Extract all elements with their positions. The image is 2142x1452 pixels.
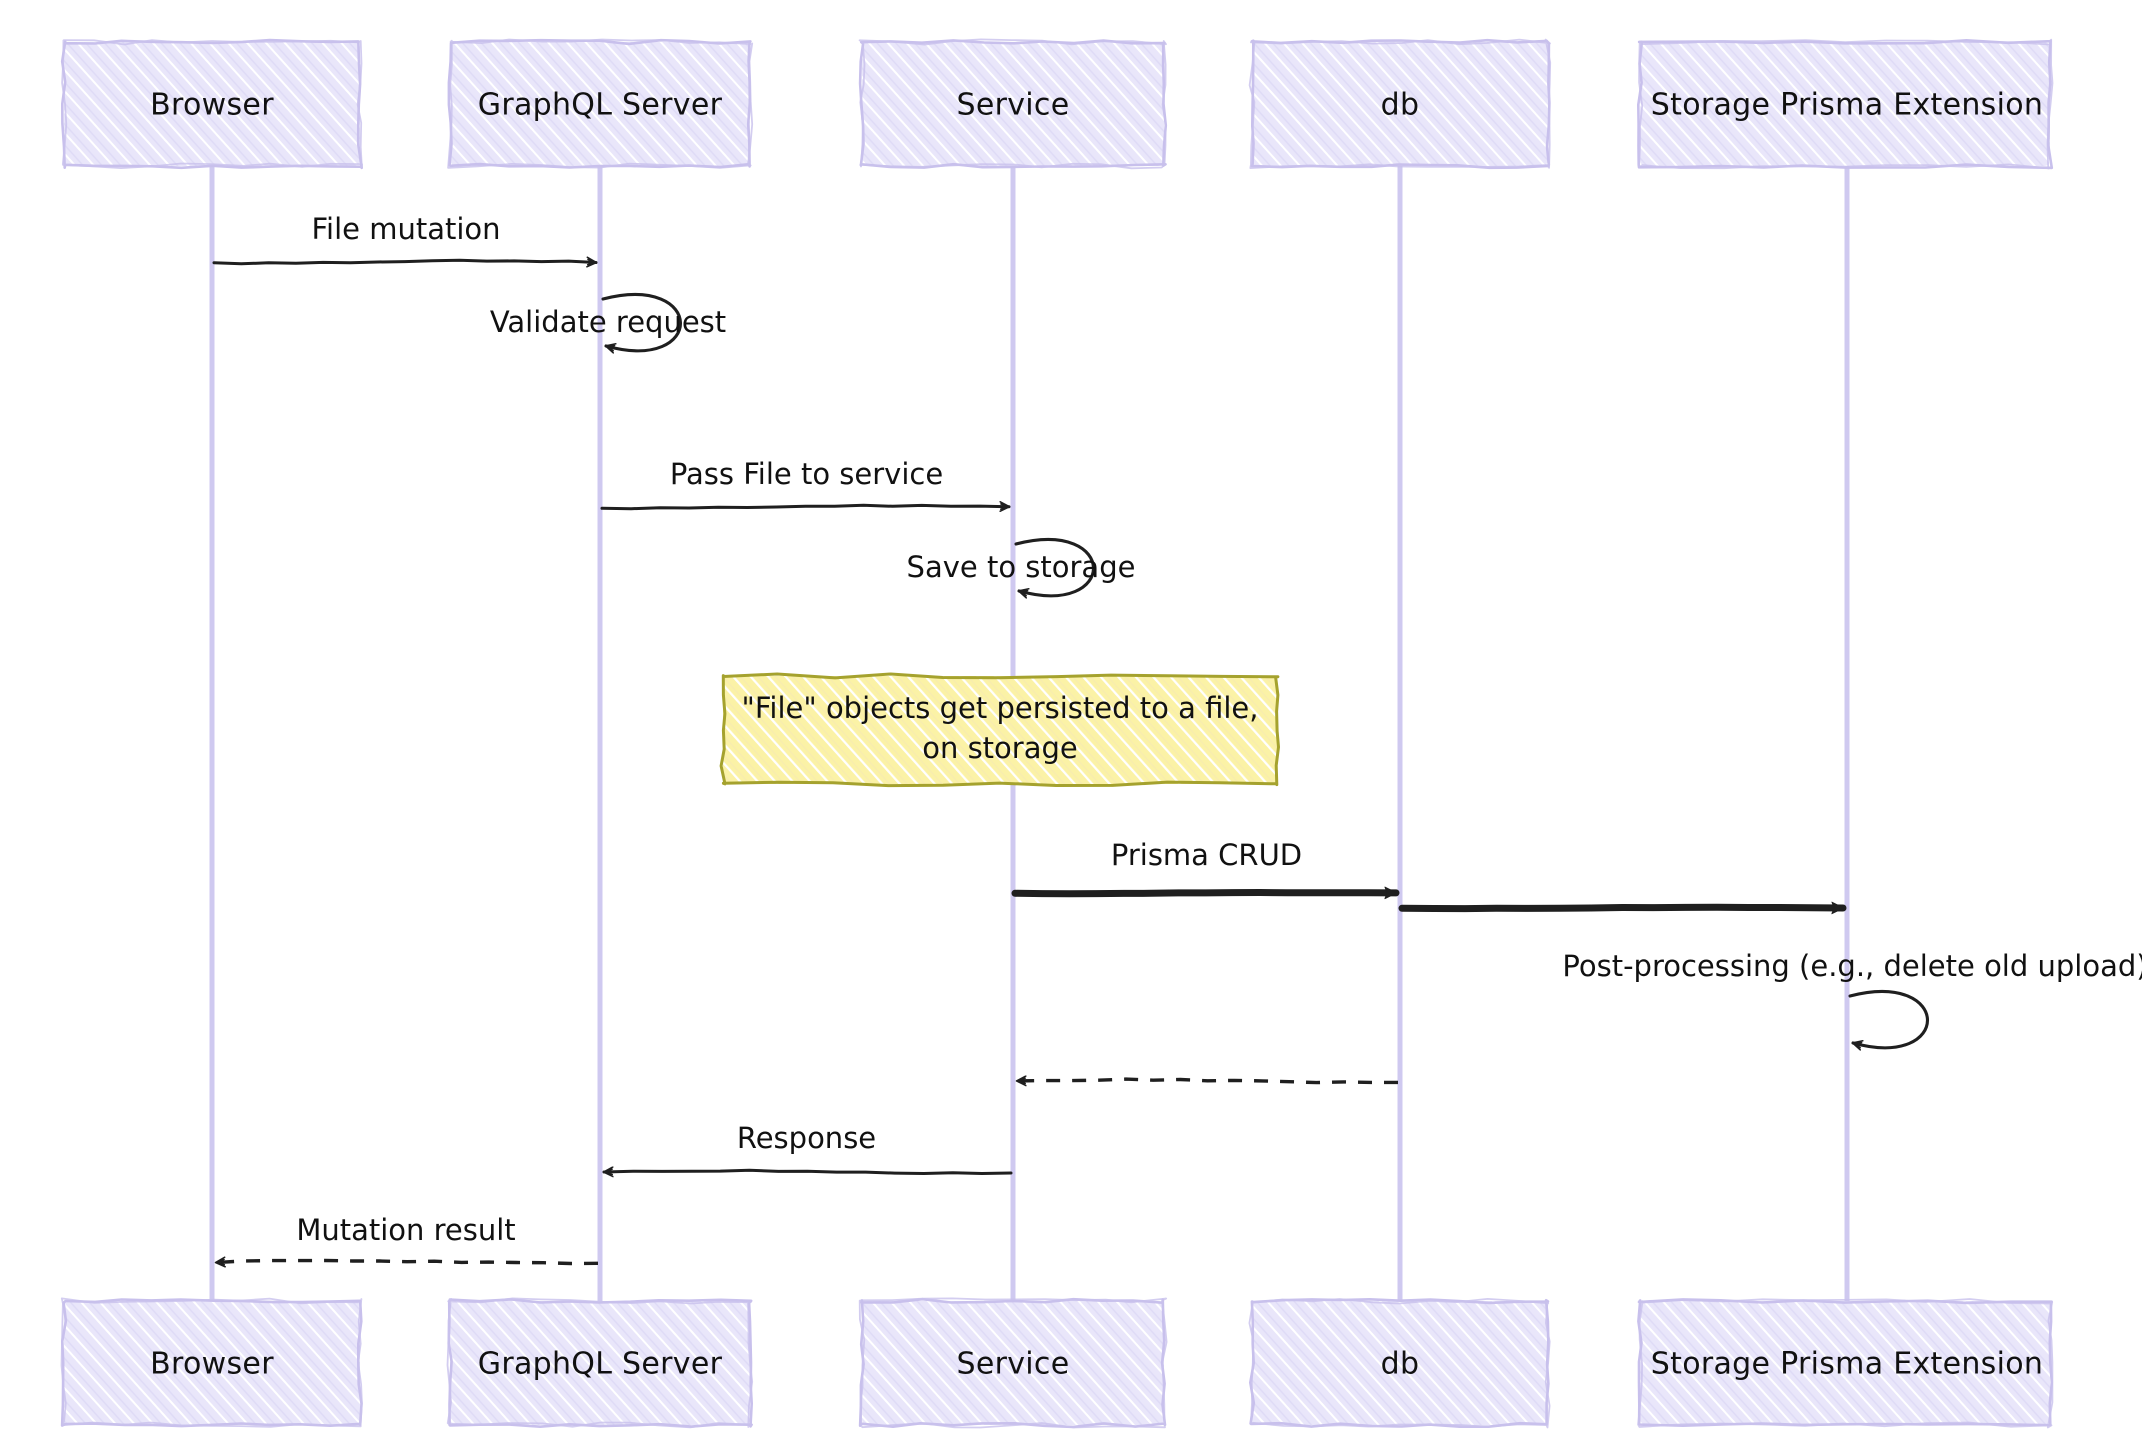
notes-group: "File" objects get persisted to a file, o… (719, 672, 1280, 788)
message-label: Validate request (490, 305, 726, 339)
participant-label-graphql: GraphQL Server (478, 88, 723, 123)
participant-label-storage: Storage Prisma Extension (1651, 1347, 2043, 1382)
message-label: Prisma CRUD (1111, 838, 1302, 872)
message-m7[interactable]: Post-processing (e.g., delete old upload… (1562, 949, 2142, 1048)
message-label: Response (737, 1121, 876, 1155)
self-loop-arrow (601, 293, 683, 351)
message-m4[interactable]: Save to storage (907, 538, 1136, 596)
message-m1[interactable]: File mutation (212, 212, 598, 264)
message-arrow-dashed (216, 1261, 599, 1264)
note-note1[interactable]: "File" objects get persisted to a file, o… (719, 672, 1280, 788)
participant-label-storage: Storage Prisma Extension (1651, 88, 2043, 123)
message-m3[interactable]: Pass File to service (600, 457, 1011, 509)
message-m9[interactable]: Response (602, 1121, 1013, 1174)
note-line: on storage (922, 731, 1078, 765)
message-m8[interactable] (1017, 1079, 1398, 1083)
message-m5[interactable]: Prisma CRUD (1011, 838, 1400, 900)
note-line: "File" objects get persisted to a file, (742, 691, 1259, 725)
participant-box-browser-bottom[interactable]: Browser (60, 1297, 363, 1428)
message-arrow-solid (600, 505, 1011, 509)
message-arrow-solid (602, 1170, 1013, 1173)
participant-label-service: Service (957, 1347, 1070, 1382)
participant-box-browser-top[interactable]: Browser (60, 38, 363, 170)
message-label: Post-processing (e.g., delete old upload… (1562, 949, 2142, 983)
message-m6[interactable] (1398, 901, 1847, 915)
participant-box-service-bottom[interactable]: Service (858, 1297, 1168, 1429)
participant-label-browser: Browser (150, 88, 274, 123)
message-label: File mutation (311, 212, 500, 246)
participant-label-service: Service (957, 88, 1070, 123)
message-arrow-thick (1011, 886, 1400, 900)
participant-label-browser: Browser (150, 1347, 274, 1382)
message-label: Pass File to service (670, 457, 943, 491)
participant-box-graphql-bottom[interactable]: GraphQL Server (446, 1297, 754, 1429)
participant-box-db-bottom[interactable]: db (1248, 1298, 1551, 1429)
message-arrow-solid (212, 260, 598, 264)
participant-boxes-bottom: Browser GraphQL Server Service db Storage Pr… (60, 1297, 2054, 1429)
message-label: Mutation result (296, 1213, 515, 1247)
participant-label-graphql: GraphQL Server (478, 1347, 723, 1382)
participant-box-graphql-top[interactable]: GraphQL Server (447, 38, 754, 169)
participant-boxes-top: Browser GraphQL Server Service db Storage Pr… (60, 38, 2054, 170)
participant-box-service-top[interactable]: Service (858, 38, 1168, 170)
participant-label-db: db (1381, 88, 1420, 123)
participant-box-db-top[interactable]: db (1248, 38, 1552, 170)
message-m10[interactable]: Mutation result (216, 1213, 599, 1264)
message-m2[interactable]: Validate request (490, 293, 726, 351)
participant-box-storage-top[interactable]: Storage Prisma Extension (1637, 38, 2054, 170)
participant-label-db: db (1381, 1347, 1420, 1382)
message-label: Save to storage (907, 550, 1136, 584)
message-arrow-dashed (1017, 1079, 1398, 1083)
self-loop-arrow (1014, 538, 1096, 596)
participant-box-storage-bottom[interactable]: Storage Prisma Extension (1637, 1298, 2054, 1429)
message-arrow-thick (1398, 901, 1847, 915)
self-loop-arrow (1848, 990, 1930, 1048)
